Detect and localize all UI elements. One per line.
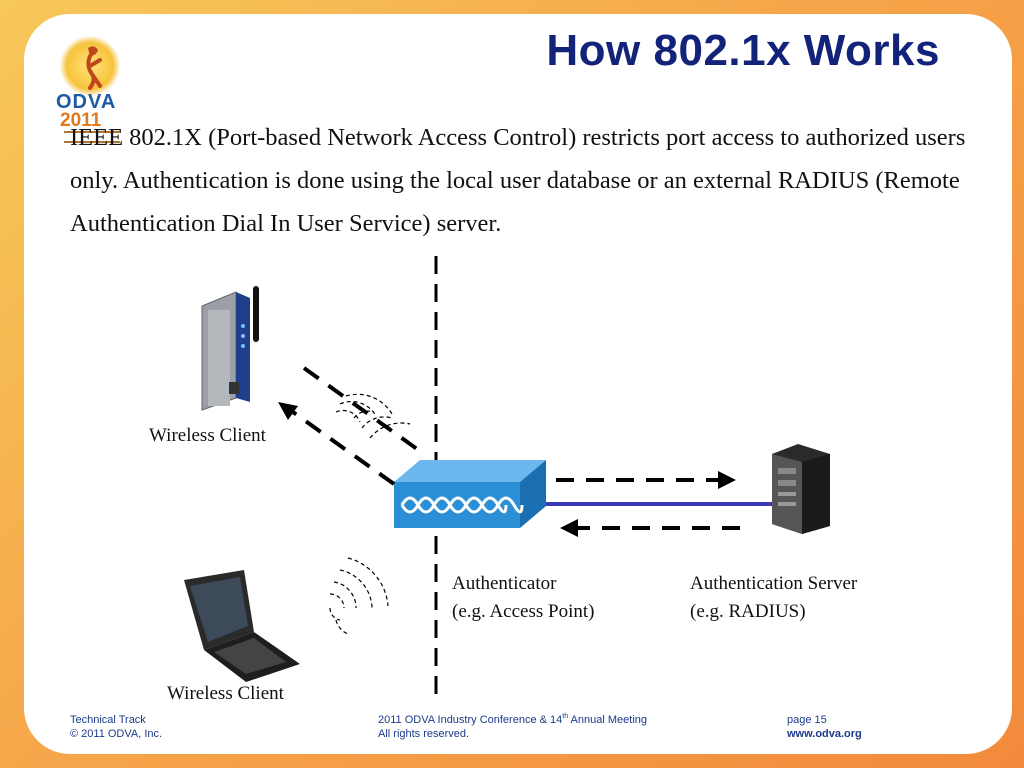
arrow-client-to-ap	[302, 366, 426, 456]
slide-panel: ODVA 2011 How 802.1x Works IEEE 802.1X (…	[24, 14, 1012, 754]
network-diagram	[184, 256, 830, 702]
authenticator-example-label: (e.g. Access Point)	[452, 601, 595, 622]
server-example-label: (e.g. RADIUS)	[690, 601, 806, 622]
laptop-icon	[184, 570, 300, 682]
footer-rights: All rights reserved.	[378, 728, 470, 740]
industrial-wireless-device-icon	[201, 286, 259, 411]
footer-website-link[interactable]: www.odva.org	[787, 728, 862, 740]
footer-page-number: page 15	[787, 714, 827, 726]
wireless-signal-icon	[335, 393, 411, 439]
wireless-client-top-label: Wireless Client	[149, 425, 266, 446]
slide-title: How 802.1x Works	[546, 26, 940, 75]
logo-year-text: 2011	[60, 110, 102, 131]
arrow-ap-to-client	[278, 402, 396, 486]
footer-right: page 15 www.odva.org	[787, 713, 862, 741]
arrow-to-authenticator	[560, 519, 740, 537]
footer-conference: 2011 ODVA Industry Conference & 14th Ann…	[378, 713, 647, 726]
wireless-signal-icon	[329, 557, 389, 635]
footer-track: Technical Track	[70, 714, 146, 726]
server-label: Authentication Server	[690, 573, 858, 594]
wireless-client-bottom-label: Wireless Client	[167, 683, 284, 704]
kokopelli-figure-icon	[86, 46, 102, 90]
odva-2011-logo: ODVA 2011	[52, 36, 124, 143]
footer-center: 2011 ODVA Industry Conference & 14th Ann…	[378, 713, 647, 741]
arrow-to-server	[556, 471, 736, 489]
logo-subtitle-lines	[64, 131, 120, 143]
logo-odva-text: ODVA	[56, 91, 117, 113]
intro-paragraph: IEEE 802.1X (Port-based Network Access C…	[70, 124, 966, 237]
server-icon	[772, 444, 830, 534]
authenticator-label: Authenticator	[452, 573, 557, 594]
access-point-icon	[394, 460, 546, 528]
footer-copyright: © 2011 ODVA, Inc.	[70, 728, 163, 740]
footer-left: Technical Track © 2011 ODVA, Inc.	[70, 713, 162, 741]
